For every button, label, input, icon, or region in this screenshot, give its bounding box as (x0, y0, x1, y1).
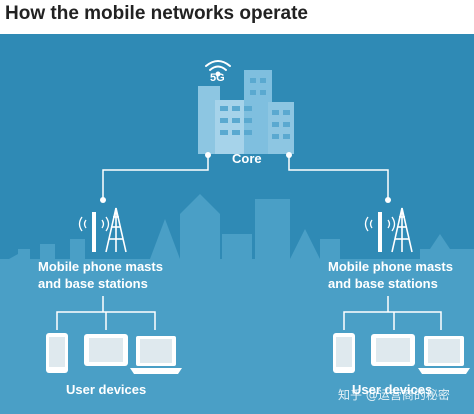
connection-dots (100, 152, 391, 203)
masts-label-right-line1: Mobile phone masts (328, 259, 453, 274)
devices-label-left: User devices (66, 382, 147, 397)
phone-icon (46, 333, 68, 373)
masts-label-left-line2: and base stations (38, 276, 148, 291)
mast-tower-icon (378, 207, 413, 253)
masts-label-right-line2: and base stations (328, 276, 438, 291)
title-bar: How the mobile networks operate (0, 0, 474, 34)
core-building-icon (198, 70, 294, 154)
laptop-icon (130, 336, 182, 374)
laptop-icon (418, 336, 470, 374)
tablet-icon (84, 334, 128, 366)
wifi-icon (205, 60, 231, 77)
masts-label-left-line1: Mobile phone masts (38, 259, 163, 274)
network-diagram (0, 60, 474, 414)
signal-icon (78, 216, 110, 232)
devices-label-right: User devices (352, 382, 433, 397)
phone-icon (333, 333, 355, 373)
connection-lines (56, 153, 442, 330)
masts-label-right: Mobile phone masts and base stations (328, 258, 453, 292)
page-title: How the mobile networks operate (5, 3, 308, 24)
mast-tower-icon (92, 207, 127, 253)
masts-label-left: Mobile phone masts and base stations (38, 258, 163, 292)
watermark: 知乎 @运营商的秘密 (338, 388, 450, 402)
tablet-icon (371, 334, 415, 366)
5g-badge: 5G (210, 72, 225, 84)
core-label: Core (232, 151, 262, 166)
signal-icon (364, 216, 396, 232)
